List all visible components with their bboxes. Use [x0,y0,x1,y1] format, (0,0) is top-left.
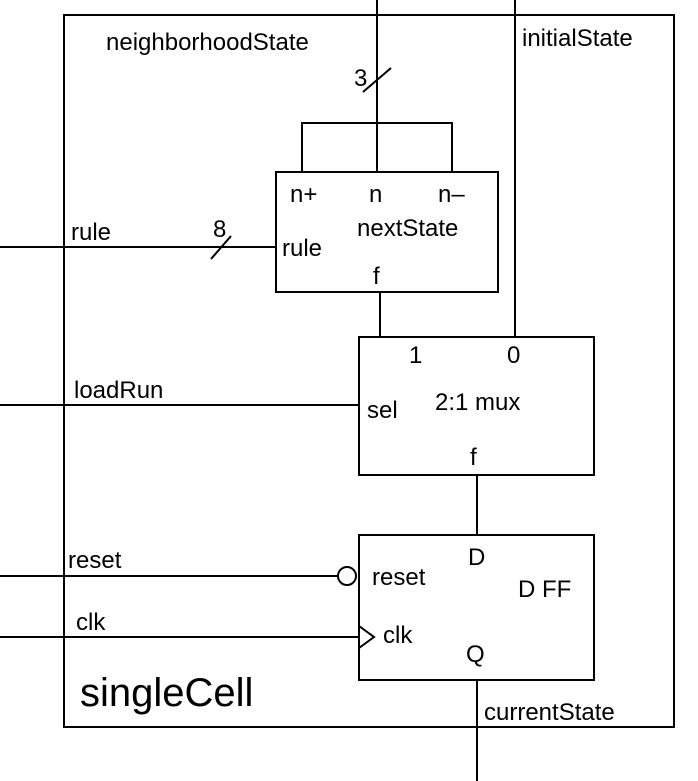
load-run-label: loadRun [74,377,163,404]
next-state-block [275,171,499,293]
mux-port-sel: sel [367,397,398,424]
neighborhood-width-label: 3 [354,65,367,92]
next-state-port-f: f [373,263,380,290]
dff-title: D FF [518,576,571,603]
reset-input-label: reset [68,547,122,574]
dff-block [358,534,595,681]
rule-width-slash [210,235,232,260]
next-state-port-n-minus: n– [438,181,465,208]
clock-triangle-icon [358,625,376,649]
mux-port-0: 0 [507,342,520,369]
next-state-port-rule: rule [282,235,322,262]
dff-port-reset: reset [372,564,426,591]
neighborhood-state-label: neighborhoodState [106,29,309,56]
mux-block [358,336,595,476]
rule-width-label: 8 [213,216,226,243]
mux-port-f: f [470,444,477,471]
module-name-label: singleCell [80,671,253,715]
clk-input-label: clk [76,609,106,636]
rule-input-label: rule [71,219,111,246]
current-state-label: currentState [484,699,615,726]
mux-port-1: 1 [409,342,422,369]
next-state-port-n: n [369,181,382,208]
mux-title: 2:1 mux [435,389,520,416]
next-state-port-n-plus: n+ [290,181,317,208]
dff-port-d: D [468,544,485,571]
initial-state-label: initialState [522,25,633,52]
dff-port-clk: clk [383,622,413,649]
next-state-title: nextState [357,215,458,242]
reset-inversion-bubble [337,566,357,586]
dff-port-q: Q [466,641,485,668]
neighborhood-split-bracket [301,122,453,172]
neighborhood-width-slash [362,67,392,93]
